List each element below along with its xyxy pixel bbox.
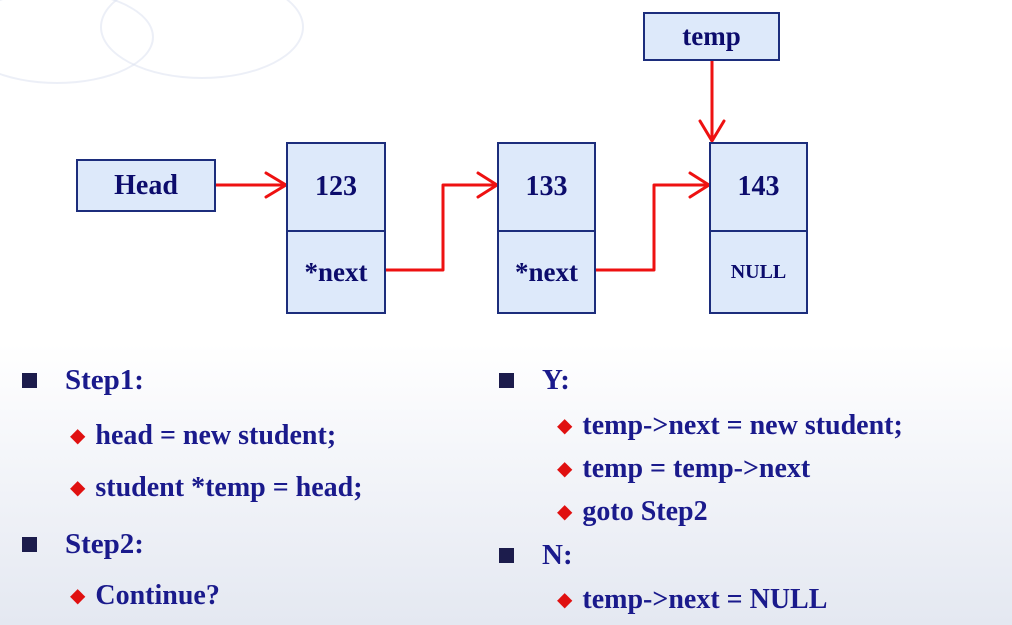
- square-bullet-icon: [22, 537, 37, 552]
- y-label: Y:: [542, 364, 570, 396]
- list-item: ◆ student *temp = head;: [70, 472, 363, 503]
- list-item: ◆ Continue?: [70, 580, 220, 611]
- list-item: ◆ temp->next = new student;: [557, 410, 903, 441]
- diamond-bullet-icon: ◆: [557, 457, 573, 480]
- node-next-null: NULL: [711, 230, 806, 312]
- diamond-bullet-icon: ◆: [70, 424, 86, 447]
- arrowhead: [698, 119, 726, 143]
- head-label: Head: [114, 169, 178, 201]
- node-next-pointer: *next: [288, 230, 384, 312]
- node-value: 133: [525, 171, 568, 202]
- arrow-node1-to-node2: [384, 183, 498, 272]
- temp-label: temp: [682, 21, 741, 51]
- step2-label: Step2:: [65, 528, 144, 560]
- list-item: ◆ temp = temp->next: [557, 453, 811, 484]
- diamond-bullet-icon: ◆: [557, 414, 573, 437]
- head-pointer-box: Head: [76, 159, 216, 212]
- diamond-bullet-icon: ◆: [70, 476, 86, 499]
- list-node-1: 123 *next: [286, 142, 386, 314]
- square-bullet-icon: [22, 373, 37, 388]
- n-label: N:: [542, 539, 573, 571]
- step1-label: Step1:: [65, 364, 144, 396]
- node-value: 123: [315, 171, 357, 202]
- y-branch-heading: Y:: [499, 364, 570, 397]
- square-bullet-icon: [499, 373, 514, 388]
- diamond-bullet-icon: ◆: [557, 500, 573, 523]
- diamond-bullet-icon: ◆: [70, 584, 86, 607]
- list-item: ◆ head = new student;: [70, 420, 337, 451]
- list-node-2: 133 *next: [497, 142, 596, 314]
- diamond-bullet-icon: ◆: [557, 588, 573, 611]
- list-item: ◆ temp->next = NULL: [557, 584, 828, 615]
- list-node-3: 143 NULL: [709, 142, 808, 314]
- list-item: ◆ goto Step2: [557, 496, 708, 527]
- square-bullet-icon: [499, 548, 514, 563]
- n-branch-heading: N:: [499, 539, 573, 572]
- node-next-pointer: *next: [499, 230, 594, 312]
- step1-heading: Step1:: [22, 364, 144, 397]
- node-value: 143: [737, 171, 780, 202]
- arrow-node2-to-node3: [594, 183, 710, 272]
- temp-pointer-box: temp: [643, 12, 780, 61]
- step2-heading: Step2:: [22, 528, 144, 561]
